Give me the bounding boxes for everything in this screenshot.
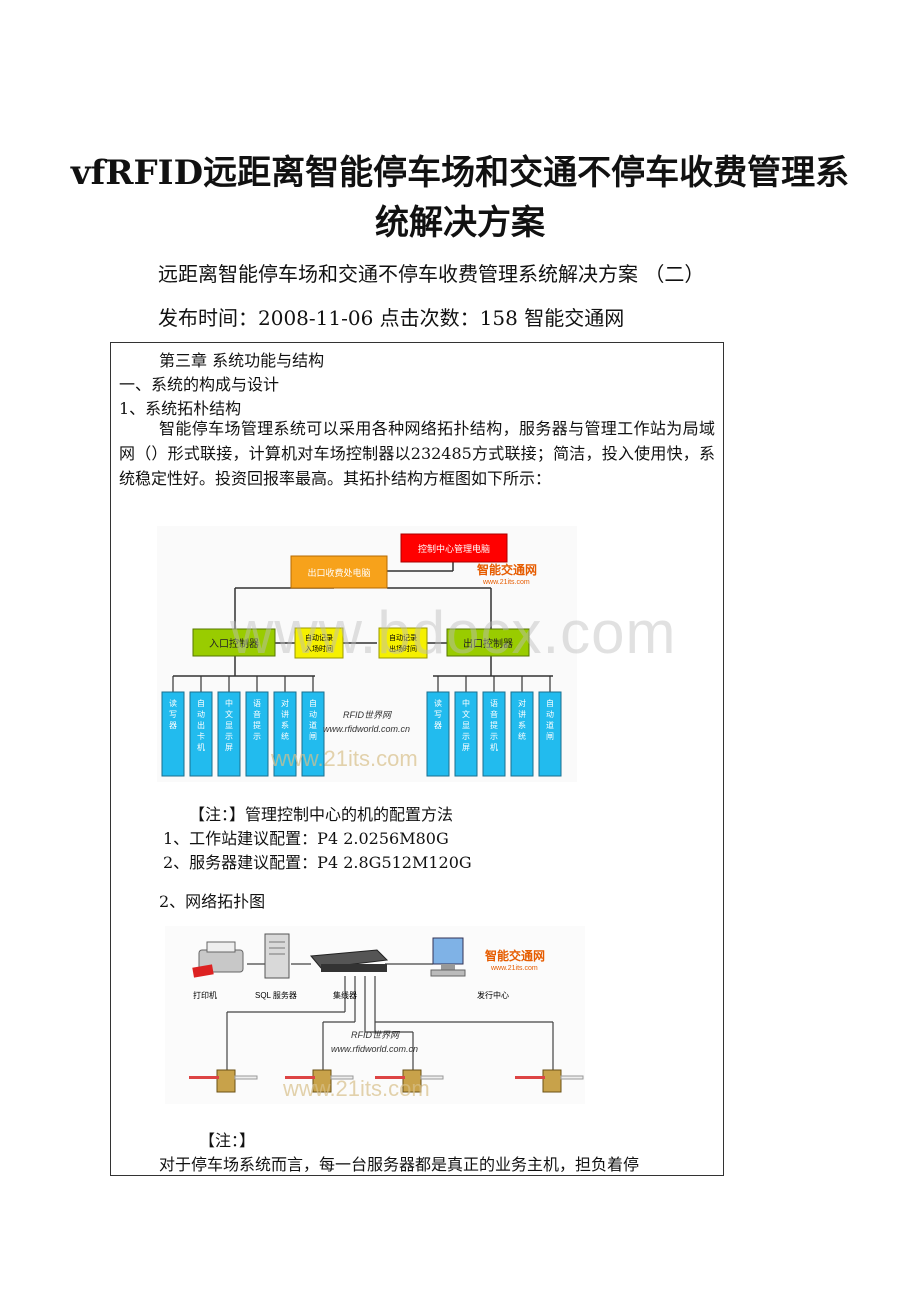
- workstation-config: 1、工作站建议配置：P4 2.0256M80G: [163, 829, 449, 848]
- entry-device-label: 中文显示屏: [225, 698, 233, 752]
- auto-exit-box: [378, 627, 428, 659]
- exit-pc-label: 出口收费处电脑: [307, 567, 370, 578]
- entry-device-box: [245, 691, 269, 777]
- barrier-gate-icon: [542, 1069, 562, 1093]
- closing-paragraph: 对于停车场系统而言，每一台服务器都是真正的业务主机，担负着停: [159, 1155, 640, 1174]
- control-center-box: [400, 533, 508, 563]
- exit-device-label: 读写器: [434, 698, 442, 730]
- barrier-arm: [375, 1076, 405, 1079]
- exit-device-box: [538, 691, 562, 777]
- printer-icon: [192, 941, 244, 978]
- exit-controller-label: 出口控制器: [463, 637, 513, 650]
- barrier-arm: [515, 1076, 545, 1079]
- auto-exit-label-1: 自动记录: [389, 633, 417, 642]
- diagram-connectors: [173, 562, 553, 677]
- intro-paragraph: 智能停车场管理系统可以采用各种网络拓扑结构，服务器与管理工作站为局域网（）形式联…: [119, 419, 715, 488]
- auto-entry-box: [294, 627, 344, 659]
- entry-device-box: [161, 691, 185, 777]
- barrier-arm: [560, 1075, 584, 1080]
- rfid-url: www.rfidworld.com.cn: [331, 1044, 418, 1054]
- barrier-arm: [420, 1075, 444, 1080]
- second-note: 【注：】: [199, 1131, 256, 1150]
- its-logo: 智能交通网: [484, 948, 545, 963]
- center-label: 发行中心: [477, 990, 509, 1000]
- rfid-logo: RFID世界网: [343, 710, 392, 720]
- server-config: 2、服务器建议配置：P4 2.8G512M120G: [163, 853, 472, 872]
- entry-devices: 读写器 自动出卡机 中文显示屏 语音提示 对讲系统 自动道闸: [161, 676, 325, 777]
- its-watermark: www.21its.com: [282, 1076, 430, 1101]
- barrier-arm: [189, 1076, 219, 1079]
- entry-device-label: 自动道闸: [309, 698, 317, 741]
- its-watermark: www.21its.com: [270, 746, 418, 771]
- exit-device-box: [510, 691, 534, 777]
- barrier-gate-icon: [312, 1069, 332, 1093]
- control-center-label: 控制中心管理电脑: [418, 543, 490, 554]
- entry-device-label: 对讲系统: [281, 698, 289, 741]
- exit-device-label: 语音提示机: [490, 698, 498, 752]
- its-logo-url: www.21its.com: [482, 579, 530, 586]
- exit-devices: 读写器 中文显示屏 语音提示机 对讲系统 自动道闸: [426, 676, 562, 777]
- barrier-gate-icon: [216, 1069, 236, 1093]
- entry-controller-label: 入口控制器: [209, 637, 259, 650]
- subsection-heading: 1、系统拓朴结构: [119, 399, 242, 418]
- its-logo-url: www.21its.com: [490, 965, 538, 972]
- rfid-logo: RFID世界网: [351, 1030, 400, 1040]
- exit-device-box: [426, 691, 450, 777]
- exit-device-label: 中文显示屏: [462, 698, 470, 752]
- rfid-url: www.rfidworld.com.cn: [323, 724, 410, 734]
- auto-entry-label-2: 入场时间: [305, 644, 333, 653]
- printer-label: 打印机: [193, 990, 217, 1000]
- network-diagram: 打印机 SQL 服务器 集线器 智能交通网 www.21its.com 发行中心…: [165, 926, 585, 1104]
- exit-pc-box: [290, 555, 388, 589]
- entry-controller-box: [192, 628, 276, 657]
- hub-label: 集线器: [333, 990, 357, 1000]
- section-heading: 一、系统的构成与设计: [119, 375, 280, 394]
- barrier-gates: [189, 1069, 584, 1093]
- entry-device-box: [217, 691, 241, 777]
- exit-device-box: [482, 691, 506, 777]
- document-title: vfRFID远距离智能停车场和交通不停车收费管理系统解决方案: [70, 153, 850, 243]
- barrier-arm: [330, 1075, 354, 1080]
- exit-device-box: [454, 691, 478, 777]
- subtitle: 远距离智能停车场和交通不停车收费管理系统解决方案 （二）: [158, 262, 705, 286]
- computer-icon: [430, 937, 466, 977]
- topology-diagram: 控制中心管理电脑 出口收费处电脑 入口控制器 出口控制器 自动记录 入场时间 自…: [157, 526, 577, 782]
- hub-icon: [310, 949, 389, 972]
- sql-server-label: SQL 服务器: [255, 990, 297, 1000]
- exit-controller-box: [446, 628, 530, 657]
- barrier-arm: [234, 1075, 258, 1080]
- entry-device-label: 语音提示: [253, 698, 261, 741]
- entry-device-label: 读写器: [169, 698, 177, 730]
- publish-info: 发布时间：2008-11-06 点击次数：158 智能交通网: [158, 306, 625, 330]
- exit-device-label: 自动道闸: [546, 698, 554, 741]
- chapter-heading: 第三章 系统功能与结构: [159, 351, 325, 370]
- entry-device-label: 自动出卡机: [197, 698, 205, 752]
- network-connectors: [226, 963, 554, 1076]
- server-icon: [264, 933, 290, 979]
- entry-device-box: [273, 691, 297, 777]
- barrier-gate-icon: [402, 1069, 422, 1093]
- barrier-arm: [285, 1076, 315, 1079]
- exit-device-label: 对讲系统: [518, 698, 526, 741]
- auto-entry-label-1: 自动记录: [305, 633, 333, 642]
- page-watermark: www.bdocx.com: [230, 599, 677, 666]
- network-topology-heading: 2、网络拓扑图: [159, 892, 266, 911]
- entry-device-box: [189, 691, 213, 777]
- its-logo: 智能交通网: [476, 562, 537, 577]
- content-box: 第三章 系统功能与结构 一、系统的构成与设计 1、系统拓朴结构 智能停车场管理系…: [110, 342, 724, 1176]
- entry-device-box: [301, 691, 325, 777]
- auto-exit-label-2: 出场时间: [389, 644, 417, 653]
- config-note: 【注：】管理控制中心的机的配置方法: [189, 805, 454, 824]
